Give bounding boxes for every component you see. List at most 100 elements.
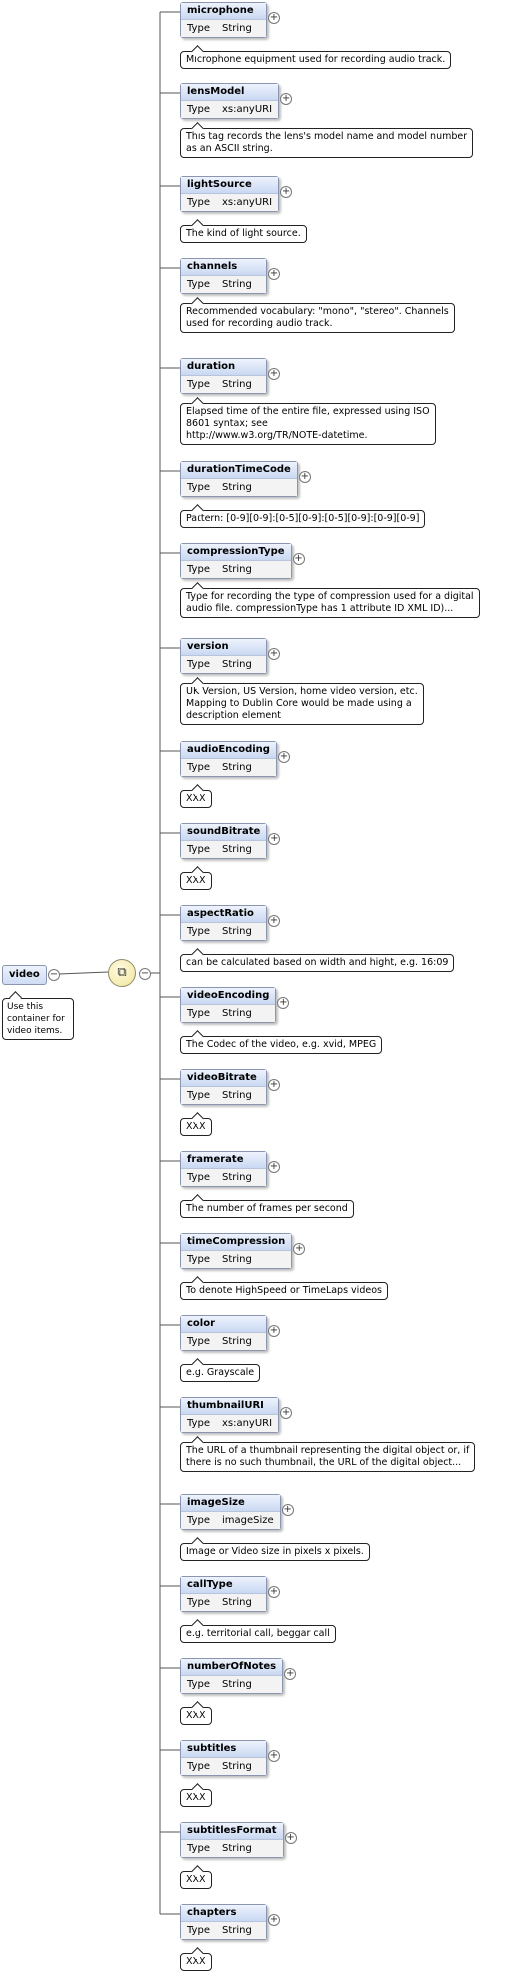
type-value: imageSize xyxy=(221,1515,274,1526)
type-label: Type xyxy=(187,197,210,208)
element-type-row: Type String xyxy=(181,759,276,776)
type-label: Type xyxy=(187,1679,210,1690)
expand-icon[interactable]: + xyxy=(284,1832,297,1844)
expand-icon[interactable]: + xyxy=(281,1504,294,1516)
documentation-wrap: e.g. territorial call, beggar call xyxy=(180,1621,336,1643)
expand-icon[interactable]: + xyxy=(280,93,293,105)
expand-icon[interactable]: + xyxy=(284,1668,297,1680)
documentation-note: can be calculated based on width and hig… xyxy=(180,954,455,972)
documentation-wrap: e.g. Grayscale xyxy=(180,1360,267,1382)
element-name: version xyxy=(181,639,266,656)
element-name: aspectRatio xyxy=(181,906,266,923)
type-value: String xyxy=(221,762,252,773)
type-value: String xyxy=(221,23,252,34)
sequence-compositor-icon[interactable]: ⧉ xyxy=(108,959,136,987)
documentation-note: e.g. territorial call, beggar call xyxy=(180,1625,336,1643)
expand-icon[interactable]: + xyxy=(293,1243,306,1255)
element-name: numberOfNotes xyxy=(181,1659,283,1676)
root-element-video[interactable]: video xyxy=(2,965,47,985)
element-name: microphone xyxy=(181,3,266,20)
type-value: xs:anyURI xyxy=(221,197,273,208)
expand-icon[interactable]: + xyxy=(292,553,305,565)
expand-icon[interactable]: + xyxy=(268,1161,280,1173)
expand-icon[interactable]: + xyxy=(280,1407,293,1419)
element-name: framerate xyxy=(181,1152,266,1169)
type-value: String xyxy=(221,564,252,575)
collapse-icon[interactable]: − xyxy=(139,968,151,980)
type-label: Type xyxy=(187,482,210,493)
collapse-icon[interactable]: − xyxy=(48,969,60,981)
expand-icon[interactable]: + xyxy=(268,1750,280,1762)
type-value: String xyxy=(221,1336,252,1347)
expand-icon[interactable]: + xyxy=(268,368,280,380)
type-label: Type xyxy=(187,926,210,937)
expand-icon[interactable]: + xyxy=(280,186,293,198)
expand-icon[interactable]: + xyxy=(268,1079,280,1091)
type-label: Type xyxy=(187,844,210,855)
type-label: Type xyxy=(187,1597,210,1608)
documentation-wrap: Recommended vocabulary: "mono", "stereo"… xyxy=(180,303,455,333)
documentation-note: To denote HighSpeed or TimeLaps videos xyxy=(180,1282,388,1300)
expand-icon[interactable]: + xyxy=(277,997,290,1009)
type-value: String xyxy=(221,482,252,493)
expand-icon[interactable]: + xyxy=(268,1325,280,1337)
expand-icon[interactable]: + xyxy=(268,915,280,927)
type-label: Type xyxy=(187,23,210,34)
expand-icon[interactable]: + xyxy=(268,1914,280,1926)
documentation-note: Type for recording the type of compressi… xyxy=(180,588,480,618)
expand-icon[interactable]: + xyxy=(268,12,280,24)
expand-icon[interactable]: + xyxy=(268,268,280,280)
type-label: Type xyxy=(187,1761,210,1772)
element-name: lensModel xyxy=(181,84,279,101)
element-name: duration xyxy=(181,359,266,376)
type-value: xs:anyURI xyxy=(221,104,273,115)
expand-icon[interactable]: + xyxy=(277,751,290,763)
element-name: videoBitrate xyxy=(181,1070,266,1087)
type-label: Type xyxy=(187,762,210,773)
expand-icon[interactable]: + xyxy=(268,833,281,845)
expand-icon[interactable]: + xyxy=(268,1586,280,1598)
expand-icon[interactable]: + xyxy=(298,471,311,483)
type-label: Type xyxy=(187,564,210,575)
expand-icon[interactable]: + xyxy=(268,648,280,660)
